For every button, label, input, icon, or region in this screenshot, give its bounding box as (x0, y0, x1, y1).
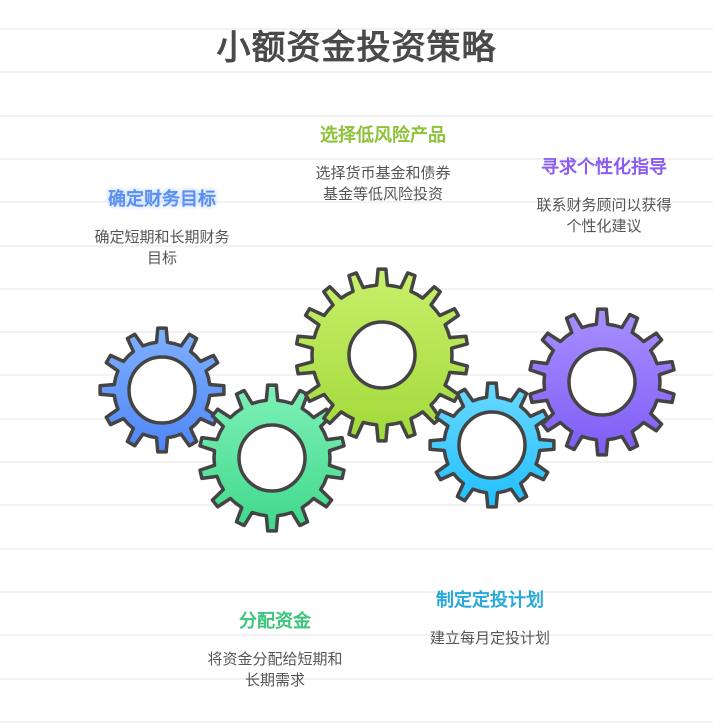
step-goals-heading: 确定财务目标 (108, 189, 216, 210)
step-allocate: 分配资金 将资金分配给短期和 长期需求 (175, 607, 375, 691)
grid-line (0, 547, 713, 550)
step-goals-desc: 确定短期和长期财务 目标 (94, 228, 230, 267)
step-low-risk-desc: 选择货币基金和债券 基金等低风险投资 (315, 164, 451, 203)
step-guidance: 寻求个性化指导 联系财务顾问以获得 个性化建议 (504, 153, 704, 237)
step-low-risk-heading: 选择低风险产品 (320, 125, 446, 146)
grid-line (0, 157, 713, 160)
grid-line (0, 71, 713, 74)
grid-line (0, 634, 713, 637)
step-goals: 确定财务目标 确定短期和长期财务 目标 (62, 185, 262, 269)
grid-line (0, 461, 713, 463)
step-low-risk: 选择低风险产品 选择货币基金和债券 基金等低风险投资 (283, 121, 483, 205)
step-plan-heading: 制定定投计划 (436, 590, 544, 611)
gear-goals-icon (98, 326, 226, 454)
gear-low-risk-icon (294, 267, 470, 443)
step-allocate-desc: 将资金分配给短期和 长期需求 (207, 650, 343, 689)
step-guidance-desc: 联系财务顾问以获得 个性化建议 (536, 196, 672, 235)
grid-line (0, 590, 713, 593)
grid-line (0, 28, 713, 30)
gear-allocate-icon (198, 383, 346, 533)
step-plan-desc: 建立每月定投计划 (429, 629, 550, 647)
step-plan: 制定定投计划 建立每月定投计划 (390, 586, 590, 649)
grid-line (0, 201, 713, 204)
step-guidance-heading: 寻求个性化指导 (541, 157, 667, 178)
grid-line (0, 677, 713, 680)
grid-line (0, 114, 713, 117)
page-title: 小额资金投资策略 (216, 28, 497, 68)
grid-line (0, 720, 713, 723)
grid-line (0, 504, 713, 507)
step-allocate-heading: 分配资金 (239, 611, 311, 632)
gear-plan-icon (428, 381, 556, 509)
grid-line (0, 244, 713, 247)
gear-guidance-icon (528, 307, 676, 457)
